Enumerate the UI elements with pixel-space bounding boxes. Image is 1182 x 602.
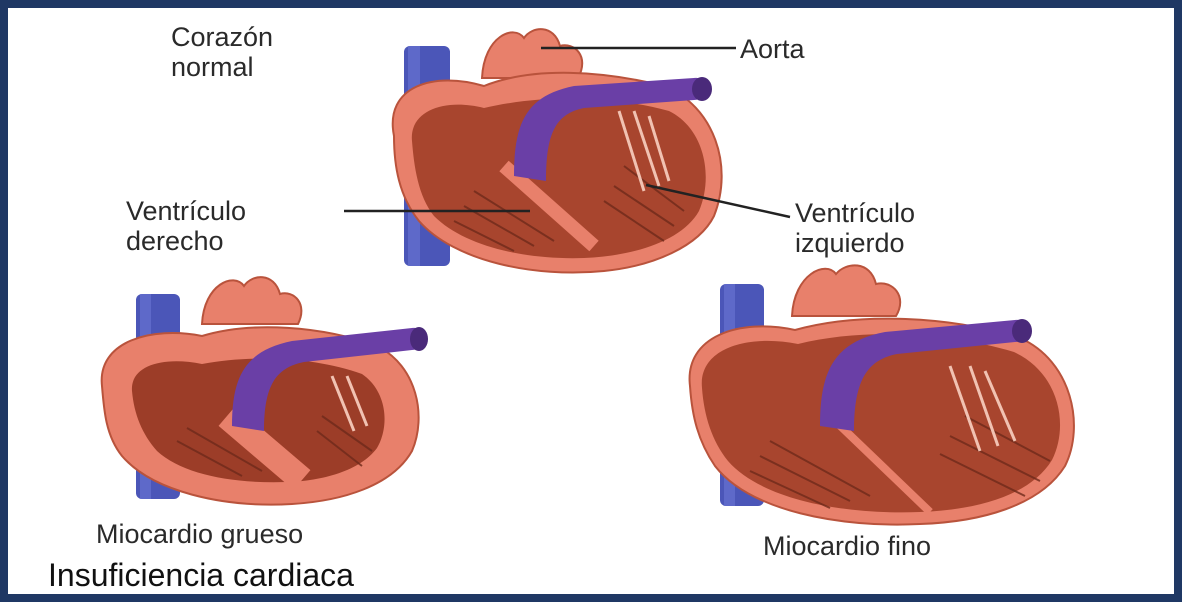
left-ventricle-label: Ventrículo izquierdo — [795, 198, 915, 258]
right-ventricle-label: Ventrículo derecho — [126, 196, 246, 256]
thin-myocardium-label: Miocardio fino — [763, 531, 931, 561]
left-ventricle-leader — [646, 185, 790, 217]
leader-lines — [8, 8, 1174, 594]
heart-failure-caption: Insuficiencia cardiaca — [48, 558, 354, 592]
diagram-canvas: Corazón normal Aorta Ventrículo derecho … — [8, 8, 1174, 594]
aorta-label: Aorta — [740, 34, 805, 64]
normal-heart-label: Corazón normal — [171, 22, 273, 82]
thick-myocardium-label: Miocardio grueso — [96, 519, 303, 549]
